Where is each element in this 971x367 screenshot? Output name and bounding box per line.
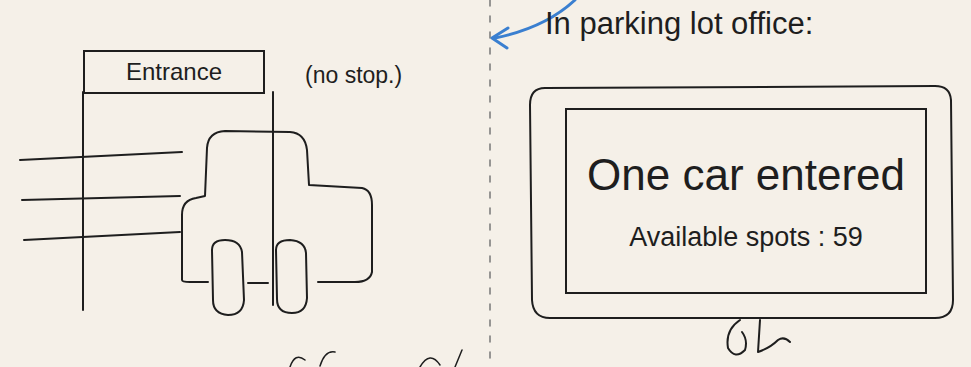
gate-post — [82, 92, 84, 310]
car-wheel — [212, 240, 244, 315]
node-heading: Entrance — [126, 58, 222, 86]
motion-line — [20, 152, 182, 160]
node-heading: One car entered — [587, 150, 905, 200]
arrow-head — [492, 28, 508, 48]
motion-line — [22, 196, 180, 200]
cut-off-writing — [290, 350, 462, 367]
section-heading: In parking lot office: — [545, 6, 813, 42]
gate-post — [272, 92, 274, 305]
entrance-sign: Entrance — [83, 50, 265, 94]
car-wheel — [276, 240, 307, 313]
node-body: Available spots : 59 — [629, 222, 863, 253]
monitor-screen: One car enteredAvailable spots : 59 — [565, 108, 927, 294]
note-text: (no stop.) — [305, 62, 402, 89]
monitor-frame — [530, 86, 953, 318]
monitor-stand — [728, 320, 791, 355]
motion-line — [24, 232, 180, 240]
divider-line — [489, 0, 491, 367]
